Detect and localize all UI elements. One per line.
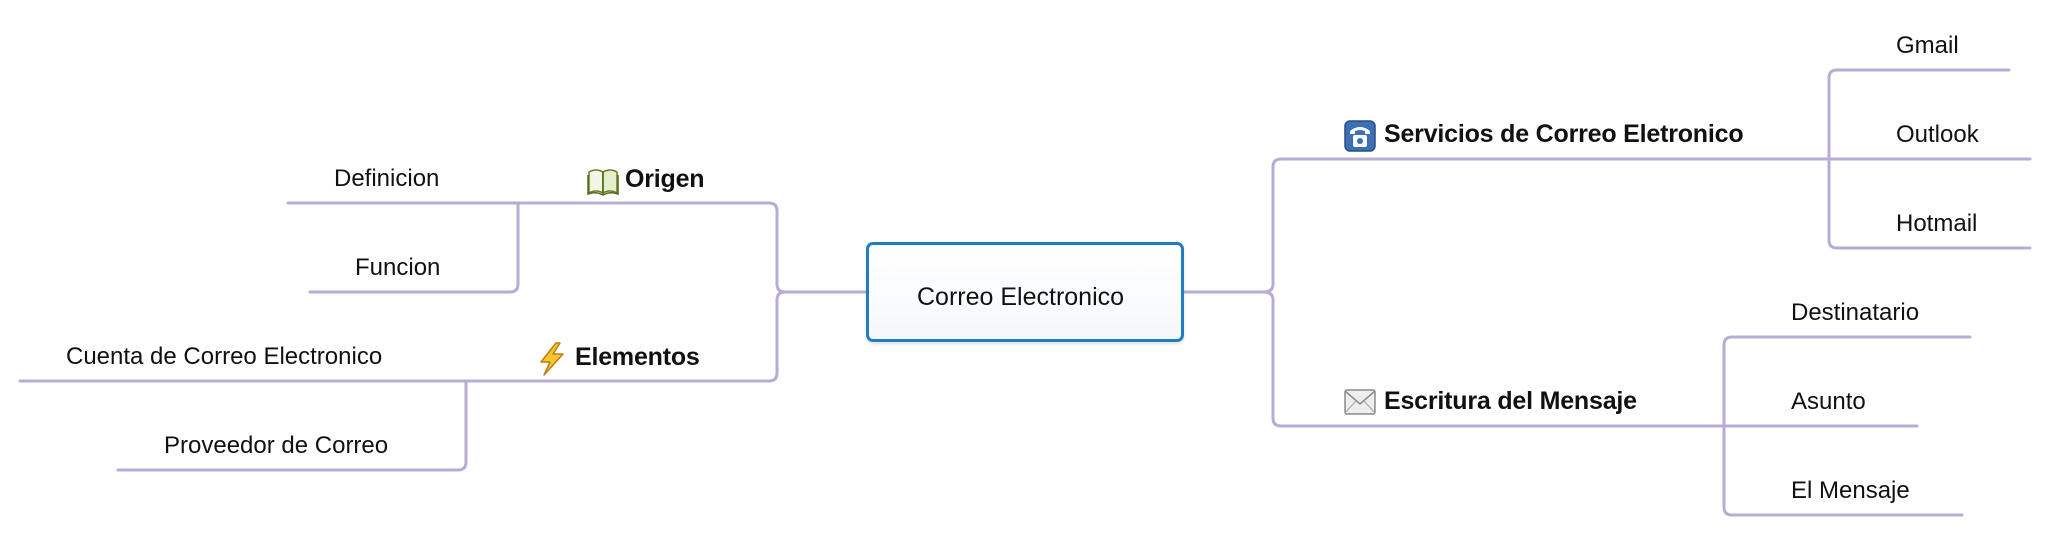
envelope-icon <box>1344 389 1376 415</box>
connector-elementos-proveedor <box>116 379 468 472</box>
main-topic-label: Servicios de Correo Eletronico <box>1384 120 1744 148</box>
main-topic-label: Escritura del Mensaje <box>1384 387 1637 415</box>
subtopic-outlook[interactable]: Outlook <box>1896 121 1979 148</box>
subtopic-funcion[interactable]: Funcion <box>355 254 441 281</box>
connector-servicios-hotmail <box>1827 157 2032 250</box>
connector-escritura-mensaje <box>1722 424 1964 517</box>
connector-origen-funcion <box>308 201 520 294</box>
connector-right-spine-lower <box>1262 290 1283 428</box>
subtopic-cuenta-de-correo[interactable]: Cuenta de Correo Electronico <box>66 343 383 370</box>
subtopic-definicion[interactable]: Definicion <box>334 165 440 192</box>
book-icon <box>587 169 619 196</box>
connector-escritura-destinatario <box>1722 335 1972 428</box>
subtopic-asunto[interactable]: Asunto <box>1791 388 1866 415</box>
connector-left-spine-lower <box>767 290 787 383</box>
lightning-icon <box>540 342 564 376</box>
connector-right-spine <box>1262 157 1283 294</box>
connector-servicios-gmail <box>1827 68 2011 161</box>
subtopic-gmail[interactable]: Gmail <box>1896 32 1959 59</box>
telephone-icon <box>1344 120 1376 152</box>
main-topic-label: Origen <box>625 165 705 193</box>
subtopic-destinatario[interactable]: Destinatario <box>1791 299 1920 326</box>
central-topic[interactable]: Correo Electronico <box>866 242 1184 342</box>
central-topic-label: Correo Electronico <box>917 283 1125 311</box>
subtopic-el-mensaje[interactable]: El Mensaje <box>1791 477 1910 504</box>
connector-left-spine <box>767 201 787 294</box>
subtopic-proveedor-de-correo[interactable]: Proveedor de Correo <box>164 432 389 459</box>
subtopic-hotmail[interactable]: Hotmail <box>1896 210 1978 237</box>
main-topic-label: Elementos <box>575 343 700 371</box>
